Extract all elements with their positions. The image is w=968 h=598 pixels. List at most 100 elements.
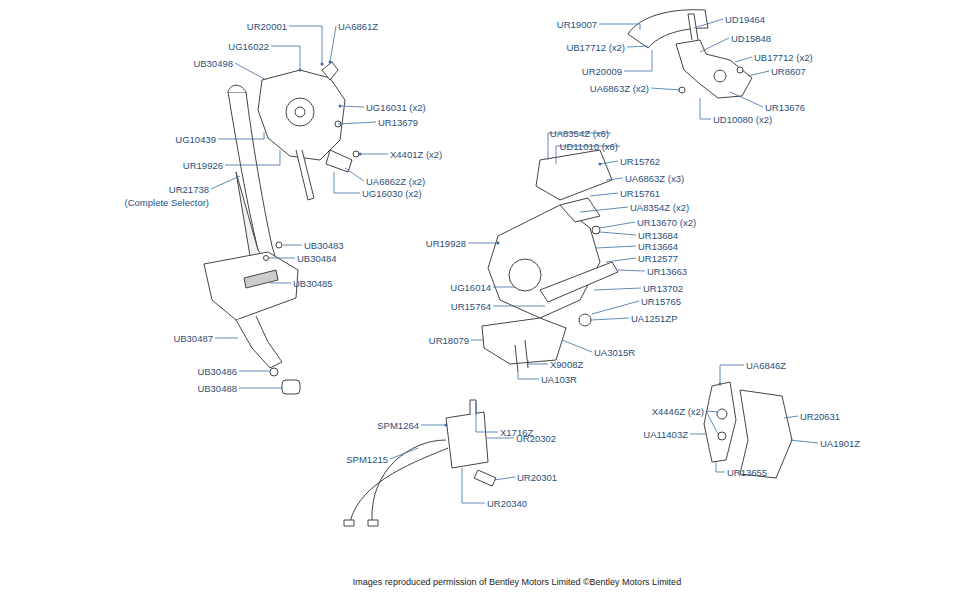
selector-pivot <box>286 98 314 126</box>
top-plate <box>536 150 612 200</box>
callout-number: UA6863Z (x2) <box>590 83 649 94</box>
indicator-window <box>244 270 278 288</box>
callout-number: UD15848 <box>731 33 771 44</box>
leader-lines <box>211 19 818 503</box>
callout-number: UB30486 <box>197 366 237 377</box>
callout-number: UD10080 (x2) <box>713 114 772 125</box>
callout-number: UR19926 <box>183 160 223 171</box>
callout-number: UR19007 <box>557 19 597 30</box>
callout-number: UR13664 <box>638 241 678 252</box>
callout-number: UR20001 <box>247 21 287 32</box>
callout-number: UR18079 <box>429 335 469 346</box>
pivot <box>717 409 727 419</box>
connector <box>344 520 354 526</box>
callout-number: UA103R <box>541 374 577 385</box>
callout-number: SPM1215 <box>346 454 388 465</box>
switch-body <box>446 412 488 468</box>
screw <box>264 256 269 261</box>
lever-end <box>228 85 246 92</box>
quadrant-bracket <box>676 40 752 98</box>
callout-number: UR15762 <box>620 156 660 167</box>
bolts <box>515 340 528 372</box>
selector-cover <box>204 252 298 320</box>
callout-number: X4401Z (x2) <box>390 149 442 160</box>
callout-number: UA6863Z (x3) <box>625 173 684 184</box>
plate <box>474 470 496 486</box>
callout-number: UA1251ZP <box>631 313 677 324</box>
callout-number: UB30498 <box>193 58 233 69</box>
callout-number: UR15761 <box>620 188 660 199</box>
pivot-hub <box>295 107 305 117</box>
screw <box>737 67 743 73</box>
callout-number: UG16030 (x2) <box>362 188 422 199</box>
clip <box>326 150 352 172</box>
knob <box>282 380 300 394</box>
small-bracket <box>322 62 338 80</box>
switch-screw <box>470 400 476 415</box>
callout-number: UA6862Z (x2) <box>366 176 425 187</box>
copyright-caption: Images reproduced permission of Bentley … <box>353 577 681 588</box>
callout-number: UR20301 <box>517 472 557 483</box>
callout-number: UG16022 <box>228 41 269 52</box>
callout-number: UR12577 <box>638 253 678 264</box>
callout-number: UD11010 (x6) <box>560 141 618 152</box>
callout-number: UA3015R <box>594 347 635 358</box>
callout-number: UD19464 <box>725 14 765 25</box>
callout-number: UB17712 (x2) <box>566 42 625 53</box>
callout-number: UR15764 <box>451 301 491 312</box>
callout-number: UR13670 (x2) <box>637 217 696 228</box>
callout-number: UR19928 <box>426 238 466 249</box>
callout-number: UA8354Z (x2) <box>630 202 689 213</box>
callout-number: UR15765 <box>641 296 681 307</box>
nut <box>276 242 282 248</box>
lower-cover <box>482 318 566 364</box>
pivot <box>718 432 726 440</box>
screw <box>353 151 359 157</box>
callout-number: UR13663 <box>647 266 687 277</box>
callout-number: UB17712 (x2) <box>754 52 813 63</box>
callout-number: UR13684 <box>638 230 678 241</box>
callout-number: UA6861Z <box>338 21 378 32</box>
callout-number: UA8354Z (x6) <box>550 128 609 139</box>
callout-number: SPM1264 <box>377 420 419 431</box>
callout-number: UR20340 <box>487 498 527 509</box>
spring <box>270 368 278 376</box>
callout-number: UR20009 <box>582 66 622 77</box>
callout-number: X9008Z <box>550 359 583 370</box>
callout-number: UB30484 <box>297 253 337 264</box>
inner-bracket <box>704 382 736 462</box>
spring-link <box>560 198 600 222</box>
outer-plate <box>740 390 792 478</box>
bracket-hole <box>509 259 541 291</box>
callout-number: UA11403Z <box>643 429 688 440</box>
callout-number: UG16031 (x2) <box>366 102 426 113</box>
callout-number: UR8607 <box>771 66 806 77</box>
selector-housing <box>258 70 345 160</box>
connector <box>368 520 378 526</box>
callout-number: UR21738 <box>169 184 209 195</box>
switch-wires <box>350 440 448 522</box>
pivot <box>714 70 726 82</box>
lever-arm <box>540 262 618 302</box>
callout-number: UR20302 <box>516 433 556 444</box>
callout-number: UG10439 <box>175 134 216 145</box>
callout-number: (Complete Selector) <box>125 197 209 208</box>
callout-number: UB30485 <box>293 278 333 289</box>
callout-number: UA1901Z <box>820 438 860 449</box>
callout-number: UB30483 <box>304 240 344 251</box>
callout-number: UB30488 <box>197 383 237 394</box>
callout-number: UR13655 <box>727 467 767 478</box>
rod <box>296 150 314 200</box>
callout-number: UG16014 <box>450 282 491 293</box>
callout-number: UR13702 <box>643 283 683 294</box>
callout-number: X4446Z (x2) <box>652 406 704 417</box>
cover-stem <box>236 316 282 368</box>
callout-number: UA6846Z <box>746 360 786 371</box>
callout-number: UR13679 <box>378 117 418 128</box>
callout-number: UR20631 <box>800 411 840 422</box>
main-bracket <box>488 205 600 318</box>
spring <box>592 226 600 234</box>
callout-number: UB30487 <box>173 333 213 344</box>
washer <box>579 314 591 326</box>
